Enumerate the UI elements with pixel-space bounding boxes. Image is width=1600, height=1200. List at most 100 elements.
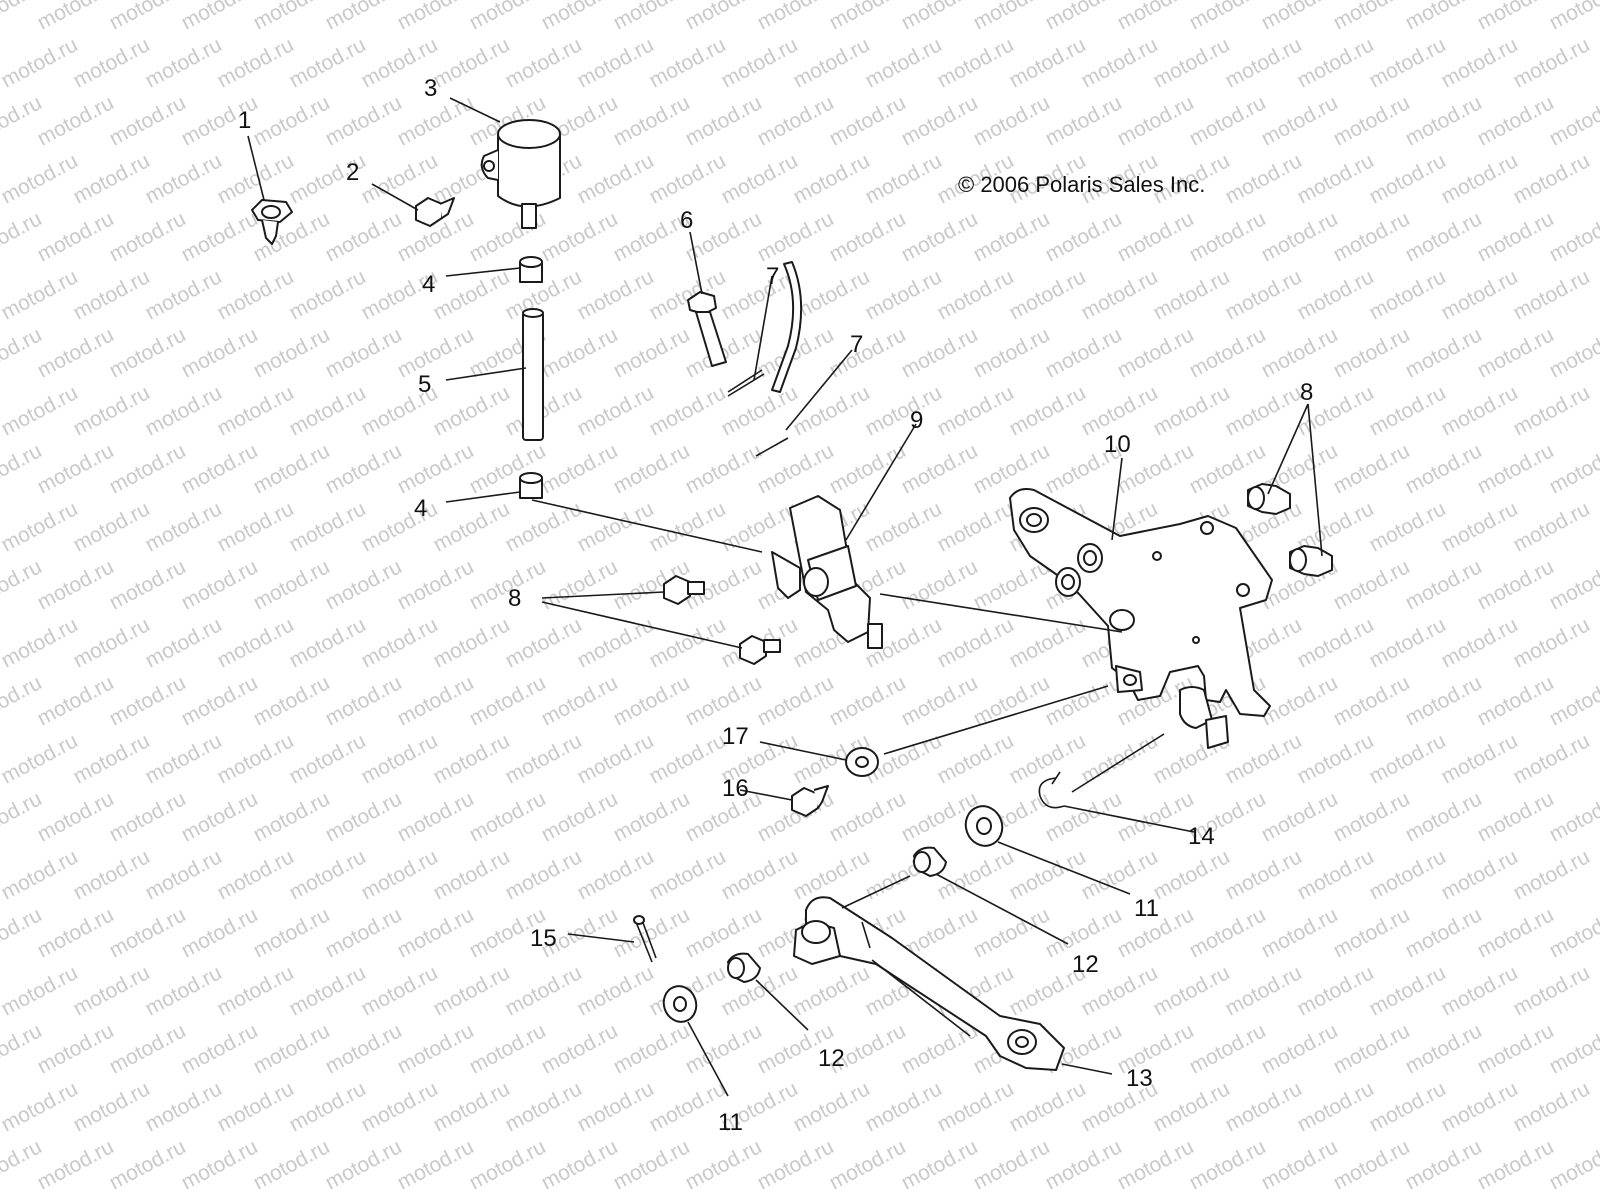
watermark-text: motod.ru xyxy=(754,1135,838,1194)
watermark-text: motod.ru xyxy=(1474,1135,1558,1194)
watermark-text: motod.ru xyxy=(1474,671,1558,730)
watermark-text: motod.ru xyxy=(1474,207,1558,266)
watermark-text: motod.ru xyxy=(34,1019,118,1078)
watermark-text: motod.ru xyxy=(898,671,982,730)
watermark-text: motod.ru xyxy=(70,729,154,788)
watermark-text: motod.ru xyxy=(430,33,514,92)
watermark-text: motod.ru xyxy=(106,0,190,34)
watermark-text: motod.ru xyxy=(1438,497,1522,556)
watermark-text: motod.ru xyxy=(1006,1077,1090,1136)
watermark-text: motod.ru xyxy=(754,671,838,730)
watermark-text: motod.ru xyxy=(1546,0,1600,34)
watermark-text: motod.ru xyxy=(394,903,478,962)
watermark-text: motod.ru xyxy=(574,961,658,1020)
watermark-text: motod.ru xyxy=(1258,903,1342,962)
watermark-text: motod.ru xyxy=(826,207,910,266)
watermark-text: motod.ru xyxy=(430,729,514,788)
watermark-text: motod.ru xyxy=(1114,207,1198,266)
watermark-text: motod.ru xyxy=(1330,207,1414,266)
watermark-text: motod.ru xyxy=(250,671,334,730)
watermark-text: motod.ru xyxy=(430,381,514,440)
watermark-text: motod.ru xyxy=(538,787,622,846)
watermark-text: motod.ru xyxy=(34,1135,118,1194)
part-14-e-clip xyxy=(1038,771,1065,809)
watermark-text: motod.ru xyxy=(574,265,658,324)
watermark-text: motod.ru xyxy=(286,497,370,556)
watermark-text: motod.ru xyxy=(466,1019,550,1078)
watermark-text: motod.ru xyxy=(1330,555,1414,614)
callouts: 1 2 3 4 4 5 6 7 7 8 8 9 10 11 11 12 12 1… xyxy=(238,75,1313,1136)
watermark-text: motod.ru xyxy=(934,613,1018,672)
watermark-text: motod.ru xyxy=(934,1077,1018,1136)
callout-12-lower: 12 xyxy=(818,1045,845,1072)
watermark-text: motod.ru xyxy=(502,1077,586,1136)
watermark-text: motod.ru xyxy=(1546,439,1600,498)
part-10-bracket xyxy=(1009,488,1273,749)
watermark-text: motod.ru xyxy=(1366,33,1450,92)
watermark-text: motod.ru xyxy=(1150,961,1234,1020)
watermark-text: motod.ru xyxy=(358,845,442,904)
watermark-text: motod.ru xyxy=(1258,671,1342,730)
part-11-washer-lower xyxy=(662,985,698,1023)
watermark-text: motod.ru xyxy=(1546,671,1600,730)
callout-17: 17 xyxy=(722,723,749,750)
watermark-text: motod.ru xyxy=(754,439,838,498)
watermark-text: motod.ru xyxy=(790,961,874,1020)
watermark-text: motod.ru xyxy=(322,207,406,266)
watermark-text: motod.ru xyxy=(1402,1135,1486,1194)
watermark-text: motod.ru xyxy=(1510,381,1594,440)
part-4-clamp-upper xyxy=(519,256,543,283)
watermark-text: motod.ru xyxy=(1438,381,1522,440)
watermark-text: motod.ru xyxy=(1510,33,1594,92)
watermark-text: motod.ru xyxy=(646,265,730,324)
watermark-text: motod.ru xyxy=(394,787,478,846)
watermark-text: motod.ru xyxy=(286,845,370,904)
watermark-text: motod.ru xyxy=(286,961,370,1020)
watermark-text: motod.ru xyxy=(394,555,478,614)
watermark-text: motod.ru xyxy=(34,207,118,266)
watermark-text: motod.ru xyxy=(250,323,334,382)
watermark-text: motod.ru xyxy=(70,497,154,556)
watermark-text: motod.ru xyxy=(610,1135,694,1194)
watermark-text: motod.ru xyxy=(214,1077,298,1136)
watermark-text: motod.ru xyxy=(0,729,82,788)
watermark-text: motod.ru xyxy=(934,265,1018,324)
watermark-text: motod.ru xyxy=(1294,613,1378,672)
watermark-text: motod.ru xyxy=(70,845,154,904)
watermark-text: motod.ru xyxy=(106,207,190,266)
watermark-text: motod.ru xyxy=(106,1019,190,1078)
callout-5: 5 xyxy=(418,371,431,398)
watermark-text: motod.ru xyxy=(358,961,442,1020)
watermark-text: motod.ru xyxy=(178,439,262,498)
watermark-text: motod.ru xyxy=(106,91,190,150)
watermark-text: motod.ru xyxy=(1042,787,1126,846)
watermark-text: motod.ru xyxy=(538,207,622,266)
watermark-text: motod.ru xyxy=(898,1019,982,1078)
part-4-clamp-lower xyxy=(519,472,543,499)
watermark-text: motod.ru xyxy=(646,381,730,440)
callout-12-upper: 12 xyxy=(1072,951,1099,978)
watermark-text: motod.ru xyxy=(178,207,262,266)
watermark-text: motod.ru xyxy=(214,961,298,1020)
watermark-text: motod.ru xyxy=(70,149,154,208)
watermark-text: motod.ru xyxy=(214,497,298,556)
watermark-text: motod.ru xyxy=(862,33,946,92)
watermark-text: motod.ru xyxy=(1366,961,1450,1020)
watermark-text: motod.ru xyxy=(1438,845,1522,904)
watermark-text: motod.ru xyxy=(70,381,154,440)
part-6-bolt xyxy=(687,291,727,367)
watermark-text: motod.ru xyxy=(1438,1077,1522,1136)
watermark-text: motod.ru xyxy=(1258,91,1342,150)
watermark-text: motod.ru xyxy=(322,1019,406,1078)
watermark-text: motod.ru xyxy=(178,0,262,34)
watermark-text: motod.ru xyxy=(538,323,622,382)
watermark-text: motod.ru xyxy=(538,1135,622,1194)
watermark-text: motod.ru xyxy=(142,845,226,904)
watermark-text: motod.ru xyxy=(574,845,658,904)
part-8-bolt-d xyxy=(1289,545,1333,577)
watermark-text: motod.ru xyxy=(1510,265,1594,324)
watermark-text: motod.ru xyxy=(1186,91,1270,150)
watermark-text: motod.ru xyxy=(1510,1077,1594,1136)
callout-9: 9 xyxy=(910,407,923,434)
